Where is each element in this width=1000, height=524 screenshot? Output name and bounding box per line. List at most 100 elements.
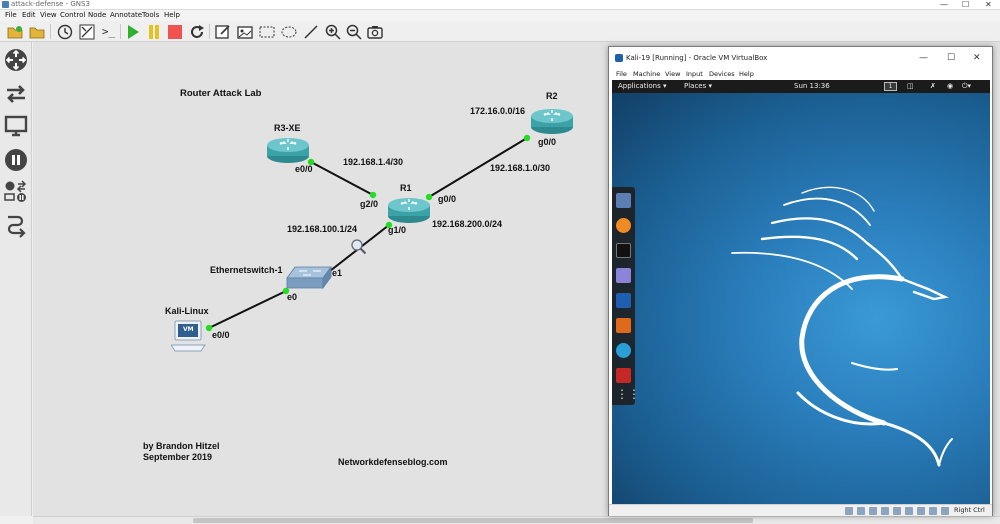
snapshot-clock-icon[interactable] (56, 23, 73, 40)
zoom-out-icon[interactable] (345, 23, 362, 40)
zenmap-icon[interactable] (616, 343, 631, 358)
status-display-icon[interactable] (917, 507, 925, 515)
gnome-applications-menu[interactable]: Applications ▾ (618, 82, 667, 90)
show-interface-labels-icon[interactable] (78, 23, 95, 40)
security-devices-icon[interactable] (4, 148, 28, 172)
vbox-menu-view[interactable]: View (665, 70, 681, 78)
open-project-icon[interactable] (28, 23, 45, 40)
vbox-close-icon[interactable]: ✕ (973, 53, 981, 63)
add-note-icon[interactable] (214, 23, 231, 40)
menu-file[interactable]: File (5, 11, 17, 19)
router-r3[interactable] (265, 135, 311, 169)
port-label-r1-g10[interactable]: g1/0 (388, 225, 407, 235)
link-switch-kali[interactable] (208, 290, 287, 329)
add-link-icon[interactable] (4, 214, 28, 238)
router-r2[interactable] (529, 106, 575, 140)
status-mouse-icon[interactable] (941, 507, 949, 515)
scrollbar-thumb[interactable] (193, 518, 753, 523)
link-r1-switch[interactable] (320, 224, 390, 279)
burpsuite-icon[interactable] (616, 318, 631, 333)
draw-rectangle-icon[interactable] (258, 23, 275, 40)
router-r3-label[interactable]: R3-XE (274, 123, 301, 133)
router-r1-label[interactable]: R1 (400, 183, 412, 193)
show-apps-icon[interactable]: ⋮⋮ (616, 387, 640, 401)
router-r1[interactable] (386, 195, 432, 229)
all-devices-icon[interactable] (4, 180, 28, 204)
status-network-icon[interactable] (881, 507, 889, 515)
virtualbox-window[interactable]: Kali-19 [Running] - Oracle VM VirtualBox… (608, 46, 993, 516)
gnome-screen-icon[interactable]: ◫ (907, 82, 914, 90)
vbox-menu-devices[interactable]: Devices (709, 70, 735, 78)
menu-help[interactable]: Help (164, 11, 180, 19)
vbox-menu-machine[interactable]: Machine (633, 70, 661, 78)
port-label-switch-e0[interactable]: e0 (287, 292, 298, 302)
kali-linux-label[interactable]: Kali-Linux (165, 306, 209, 316)
subnet-r1-r3[interactable]: 192.168.1.4/30 (343, 157, 404, 167)
end-devices-icon[interactable] (4, 114, 28, 138)
status-recording-icon[interactable] (929, 507, 937, 515)
new-project-icon[interactable] (6, 23, 23, 40)
packet-capture-icon[interactable] (350, 238, 368, 260)
status-audio-icon[interactable] (869, 507, 877, 515)
stop-all-icon[interactable] (166, 23, 183, 40)
menu-control[interactable]: Control (60, 11, 86, 19)
files-icon[interactable] (616, 193, 631, 208)
suspend-all-icon[interactable] (145, 23, 162, 40)
vbox-menu-file[interactable]: File (616, 70, 627, 78)
port-label-switch-e1[interactable]: e1 (332, 268, 343, 278)
port-label-r3-e00[interactable]: e0/0 (295, 164, 313, 174)
subnet-r1-g00-lan[interactable]: 192.168.200.0/24 (432, 219, 503, 229)
terminal-icon[interactable] (616, 243, 631, 258)
subnet-r1-r2[interactable]: 192.168.1.0/30 (490, 163, 551, 173)
status-shared-folder-icon[interactable] (905, 507, 913, 515)
switches-icon[interactable] (4, 82, 28, 106)
port-label-r1-g20[interactable]: g2/0 (360, 199, 379, 209)
workspace-indicator[interactable]: 1 (884, 82, 897, 91)
vbox-menu-input[interactable]: Input (686, 70, 703, 78)
screenshot-icon[interactable] (366, 23, 383, 40)
router-r2-label[interactable]: R2 (546, 91, 558, 101)
metasploit-icon[interactable] (616, 293, 631, 308)
port-label-r1-g00[interactable]: g0/0 (438, 194, 457, 204)
vbox-menu-help[interactable]: Help (739, 70, 754, 78)
menu-node[interactable]: Node (88, 11, 107, 19)
menu-view[interactable]: View (40, 11, 57, 19)
link-r1-r2[interactable] (428, 137, 528, 198)
gnome-camera-icon[interactable]: ◉ (947, 82, 954, 90)
menu-annotate[interactable]: Annotate (110, 11, 143, 19)
start-all-icon[interactable] (124, 23, 141, 40)
lab-title[interactable]: Router Attack Lab (180, 88, 262, 99)
cherrytree-icon[interactable] (616, 368, 631, 383)
gnome-tool-icon[interactable]: ✗ (930, 82, 936, 90)
subnet-r2-lan[interactable]: 172.16.0.0/16 (470, 106, 526, 116)
menu-edit[interactable]: Edit (22, 11, 36, 19)
gnome-places-menu[interactable]: Places ▾ (684, 82, 712, 90)
minimize-icon[interactable]: — (940, 0, 948, 9)
link-r3-r1[interactable] (310, 161, 374, 196)
draw-ellipse-icon[interactable] (280, 23, 297, 40)
gnome-power-icon[interactable]: ⏻▾ (962, 82, 972, 90)
status-optical-icon[interactable] (857, 507, 865, 515)
vbox-minimize-icon[interactable]: — (919, 53, 928, 63)
draw-line-icon[interactable] (302, 23, 319, 40)
notes-icon[interactable] (616, 268, 631, 283)
gnome-clock[interactable]: Sun 13:36 (794, 82, 830, 90)
console-all-icon[interactable]: >_ (101, 25, 116, 38)
canvas-horizontal-scrollbar[interactable] (33, 516, 1000, 524)
port-label-kali-e00[interactable]: e0/0 (212, 330, 230, 340)
ethernet-switch-1[interactable] (283, 264, 333, 294)
routers-icon[interactable] (4, 48, 28, 72)
close-icon[interactable]: ✕ (985, 0, 992, 9)
status-usb-icon[interactable] (893, 507, 901, 515)
kali-desktop[interactable]: ⋮⋮ (612, 93, 990, 504)
credit-author[interactable]: by Brandon Hitzel (143, 441, 220, 451)
kali-linux-host[interactable]: VM (170, 319, 207, 363)
insert-picture-icon[interactable] (236, 23, 253, 40)
credit-date[interactable]: September 2019 (143, 452, 213, 462)
zoom-in-icon[interactable] (324, 23, 341, 40)
menu-tools[interactable]: Tools (142, 11, 160, 19)
maximize-icon[interactable]: ☐ (962, 0, 970, 9)
port-label-r2-g00[interactable]: g0/0 (538, 137, 557, 147)
vbox-maximize-icon[interactable]: ☐ (947, 53, 956, 63)
status-hdd-icon[interactable] (845, 507, 853, 515)
